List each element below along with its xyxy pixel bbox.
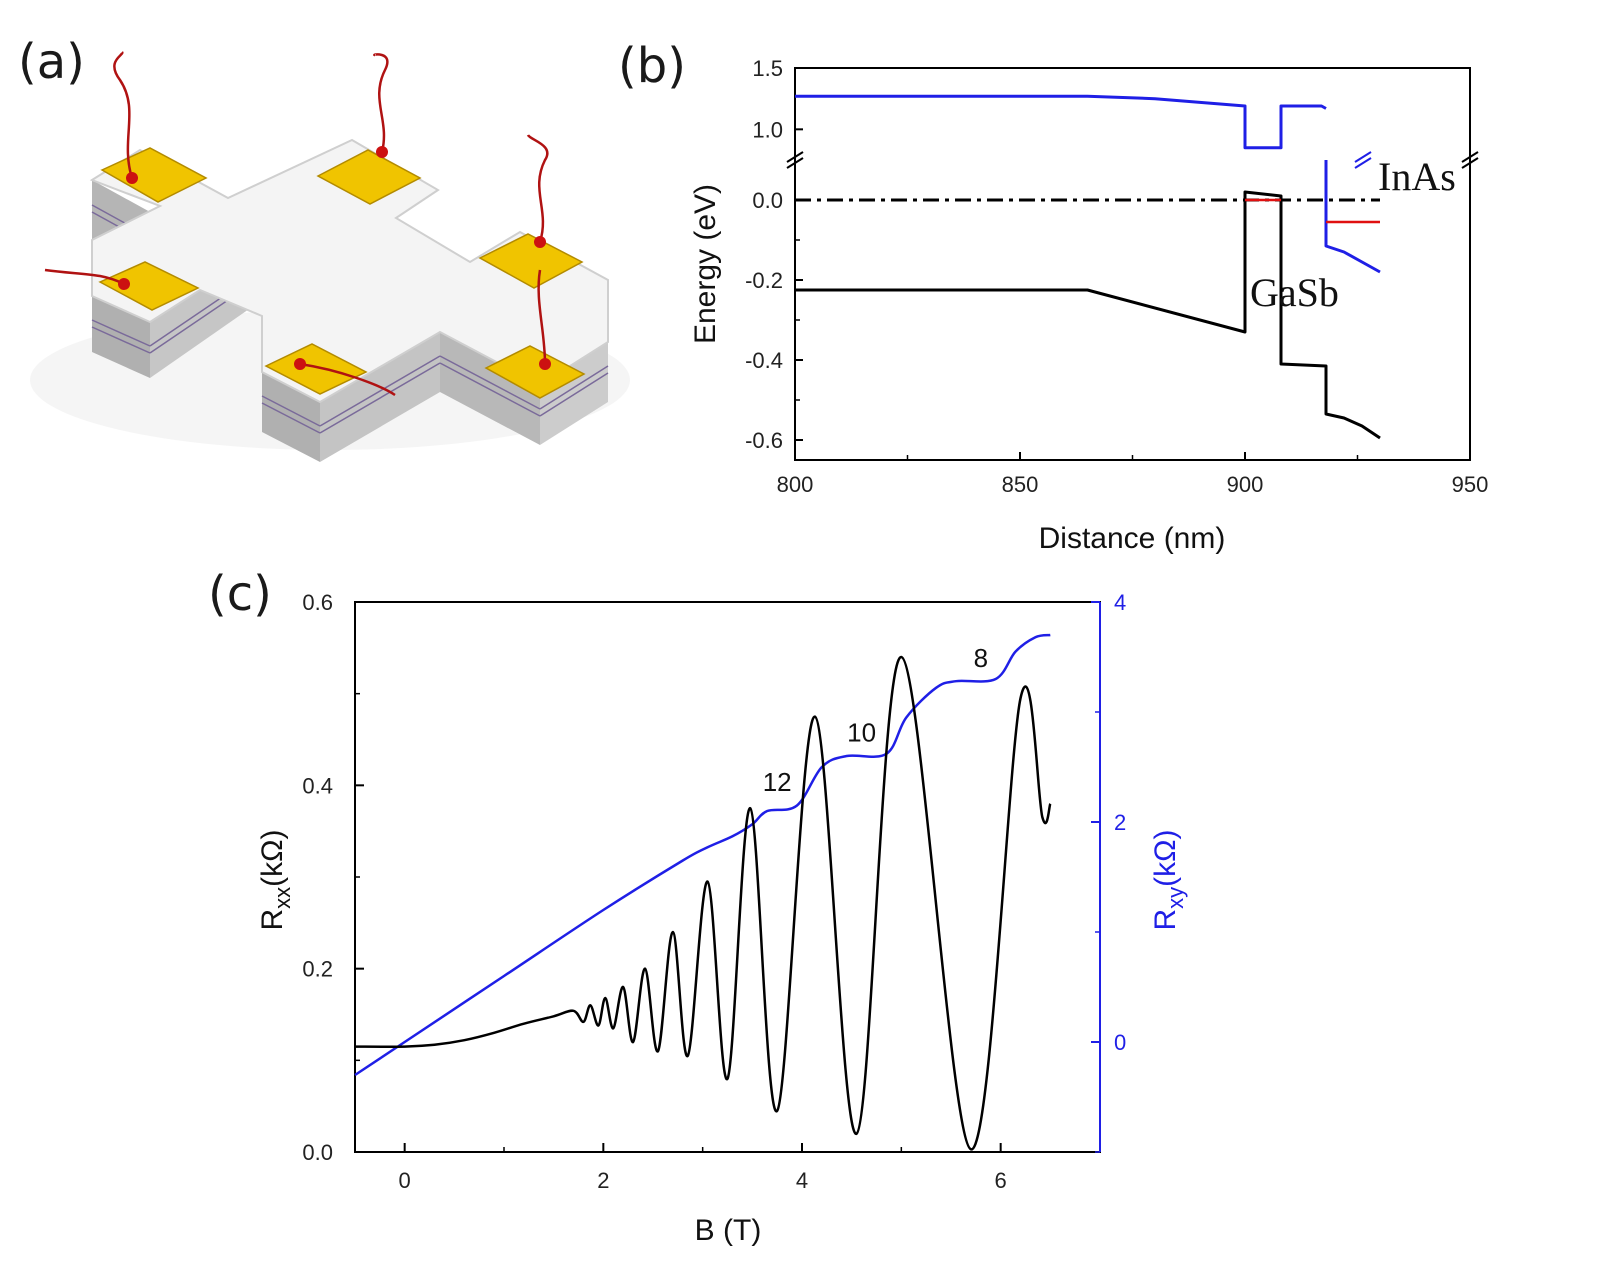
plateau-label: 8: [974, 643, 988, 673]
tick-label-y: 1.5: [752, 56, 783, 81]
annotation-inas: InAs: [1378, 154, 1456, 199]
tick-label-y: -0.6: [745, 428, 783, 453]
tick-label-y: 1.0: [752, 117, 783, 142]
ylabel-left-unit: (kΩ): [256, 829, 289, 886]
ylabel-right-sub: xy: [1163, 887, 1188, 909]
panel-b: (b) 800 850 900 950 1.0 1.5 0.0 -0.2 -0.…: [618, 38, 1488, 555]
tick-label-y: -0.2: [745, 268, 783, 293]
contact-pad: [316, 149, 422, 205]
tick-label-y-right: 0: [1114, 1030, 1126, 1055]
ylabel-right-unit: (kΩ): [1149, 829, 1182, 886]
band-line: [795, 94, 1327, 150]
tick-label-x: 850: [1002, 472, 1039, 497]
axis-ticks-c: [355, 601, 1100, 1153]
plot-frame-b: [794, 67, 1471, 461]
tick-label-x: 6: [995, 1168, 1007, 1193]
tick-label-y-right: 2: [1114, 810, 1126, 835]
hall-bar-illustration: [30, 50, 630, 462]
ylabel-left-sub: xx: [270, 887, 295, 909]
ylabel-right-main: R: [1149, 909, 1182, 931]
wire-leads: [44, 50, 549, 397]
y-axis-title-b: Energy (eV): [689, 184, 722, 344]
panel-label-a: (a): [18, 34, 85, 90]
contact-pad: [478, 233, 584, 289]
contact-pad: [98, 261, 200, 311]
tick-label-x: 0: [399, 1168, 411, 1193]
tick-label-x: 800: [777, 472, 814, 497]
panel-c: (c) 0 2 4 6 0.0 0.2 0.4 0.6 0 2 4 B (T) …: [208, 566, 1188, 1247]
series-group-c: [354, 633, 1052, 1151]
axis-ticks-b: [794, 67, 1471, 460]
tick-label-x: 950: [1452, 472, 1489, 497]
tick-label-y-left: 0.4: [302, 773, 333, 798]
tick-label-x: 900: [1227, 472, 1264, 497]
tick-label-y-right: 4: [1114, 590, 1126, 615]
series-group-b: [795, 94, 1381, 440]
tick-label-y-left: 0.0: [302, 1140, 333, 1165]
x-axis-title-c: B (T): [695, 1214, 762, 1247]
rxx-curve: [354, 655, 1052, 1151]
tick-label-x: 2: [597, 1168, 609, 1193]
annotation-gasb: GaSb: [1250, 270, 1339, 315]
tick-label-y-left: 0.2: [302, 957, 333, 982]
tick-label-y-left: 0.6: [302, 590, 333, 615]
plateau-label: 10: [847, 718, 876, 748]
band-line: [1324, 160, 1381, 274]
contact-pad: [264, 343, 368, 395]
tick-label-x: 4: [796, 1168, 808, 1193]
rxy-curve: [354, 633, 1051, 1077]
ylabel-left-main: R: [256, 909, 289, 931]
x-axis-title-b: Distance (nm): [1039, 522, 1226, 555]
panel-a: (a): [18, 34, 630, 462]
band-line: [795, 190, 1381, 440]
y-axis-title-left: Rxx(kΩ): [256, 829, 295, 930]
tick-label-y: -0.4: [745, 348, 783, 373]
plateau-label: 12: [763, 767, 792, 797]
tick-label-y: 0.0: [752, 188, 783, 213]
contact-pad: [484, 345, 586, 399]
y-axis-title-right: Rxy(kΩ): [1149, 829, 1188, 930]
panel-label-b: (b): [618, 38, 686, 94]
panel-label-c: (c): [208, 566, 272, 622]
axis-break-marks: [786, 151, 1479, 169]
